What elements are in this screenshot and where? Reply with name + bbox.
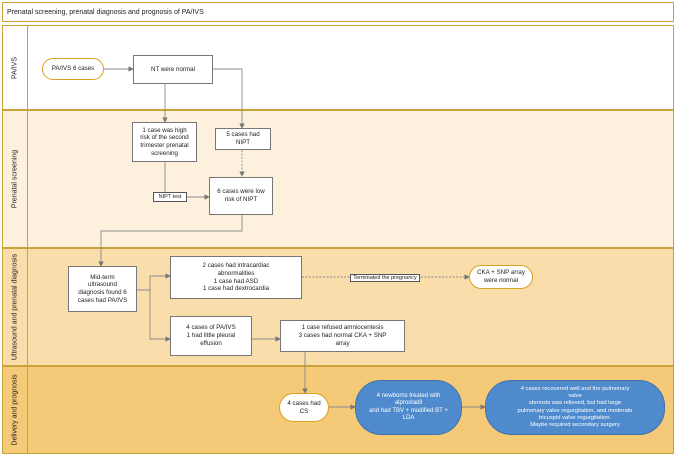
- diagram-title: Prenatal screening, prenatal diagnosis a…: [2, 2, 674, 22]
- node-six-low-risk: 6 cases were low risk of NIPT: [209, 177, 273, 215]
- arrow-midterm-to-intracardiac: [137, 273, 171, 291]
- node-intracardiac: 2 cases had intracardiac abnormalities 1…: [170, 256, 302, 299]
- lane-header: PA/IVS: [3, 26, 28, 109]
- node-five-nipt: 5 cases had NIPT: [215, 128, 271, 150]
- edge-label-terminated: Terminated the pregnancy: [350, 274, 420, 282]
- lane-header: Prenatal screening: [3, 111, 28, 247]
- arrow-nt-to-nipt: [213, 68, 245, 129]
- node-high-risk: 1 case was high risk of the second trime…: [132, 122, 197, 162]
- node-cs: 4 cases had CS: [279, 393, 329, 422]
- lane-header: Delivery and prognosis: [3, 367, 28, 453]
- arrow-lowrisk-to-midterm: [98, 215, 243, 267]
- lane-pa-ivs: PA/IVS: [2, 25, 674, 110]
- arrow-midterm-to-pleural: [149, 290, 171, 342]
- node-cka-normal: CKA + SNP array were normal: [469, 265, 533, 289]
- node-pleural-effusion: 4 cases of PA/IVS 1 had little pleural e…: [170, 316, 252, 356]
- node-amniocentesis: 1 case refused amniocentesis 3 cases had…: [280, 320, 405, 352]
- node-midterm-ultrasound: Mid-term ultrasound diagnosis found 6 ca…: [68, 266, 137, 312]
- node-newborns: 4 newborns treated with alprostadil and …: [355, 380, 462, 435]
- node-nt-normal: NT were normal: [133, 55, 213, 84]
- node-pa-ivs-cases: PA/IVS 6 cases: [42, 58, 104, 80]
- lane-header: Ultrasound and prenatal diagnosis: [3, 249, 28, 365]
- node-recovered: 4 cases recovered well and the pulmonary…: [485, 380, 665, 435]
- lane-prenatal-screening: Prenatal screening: [2, 110, 674, 248]
- edge-label-nipt-test: NIPT test: [153, 192, 187, 202]
